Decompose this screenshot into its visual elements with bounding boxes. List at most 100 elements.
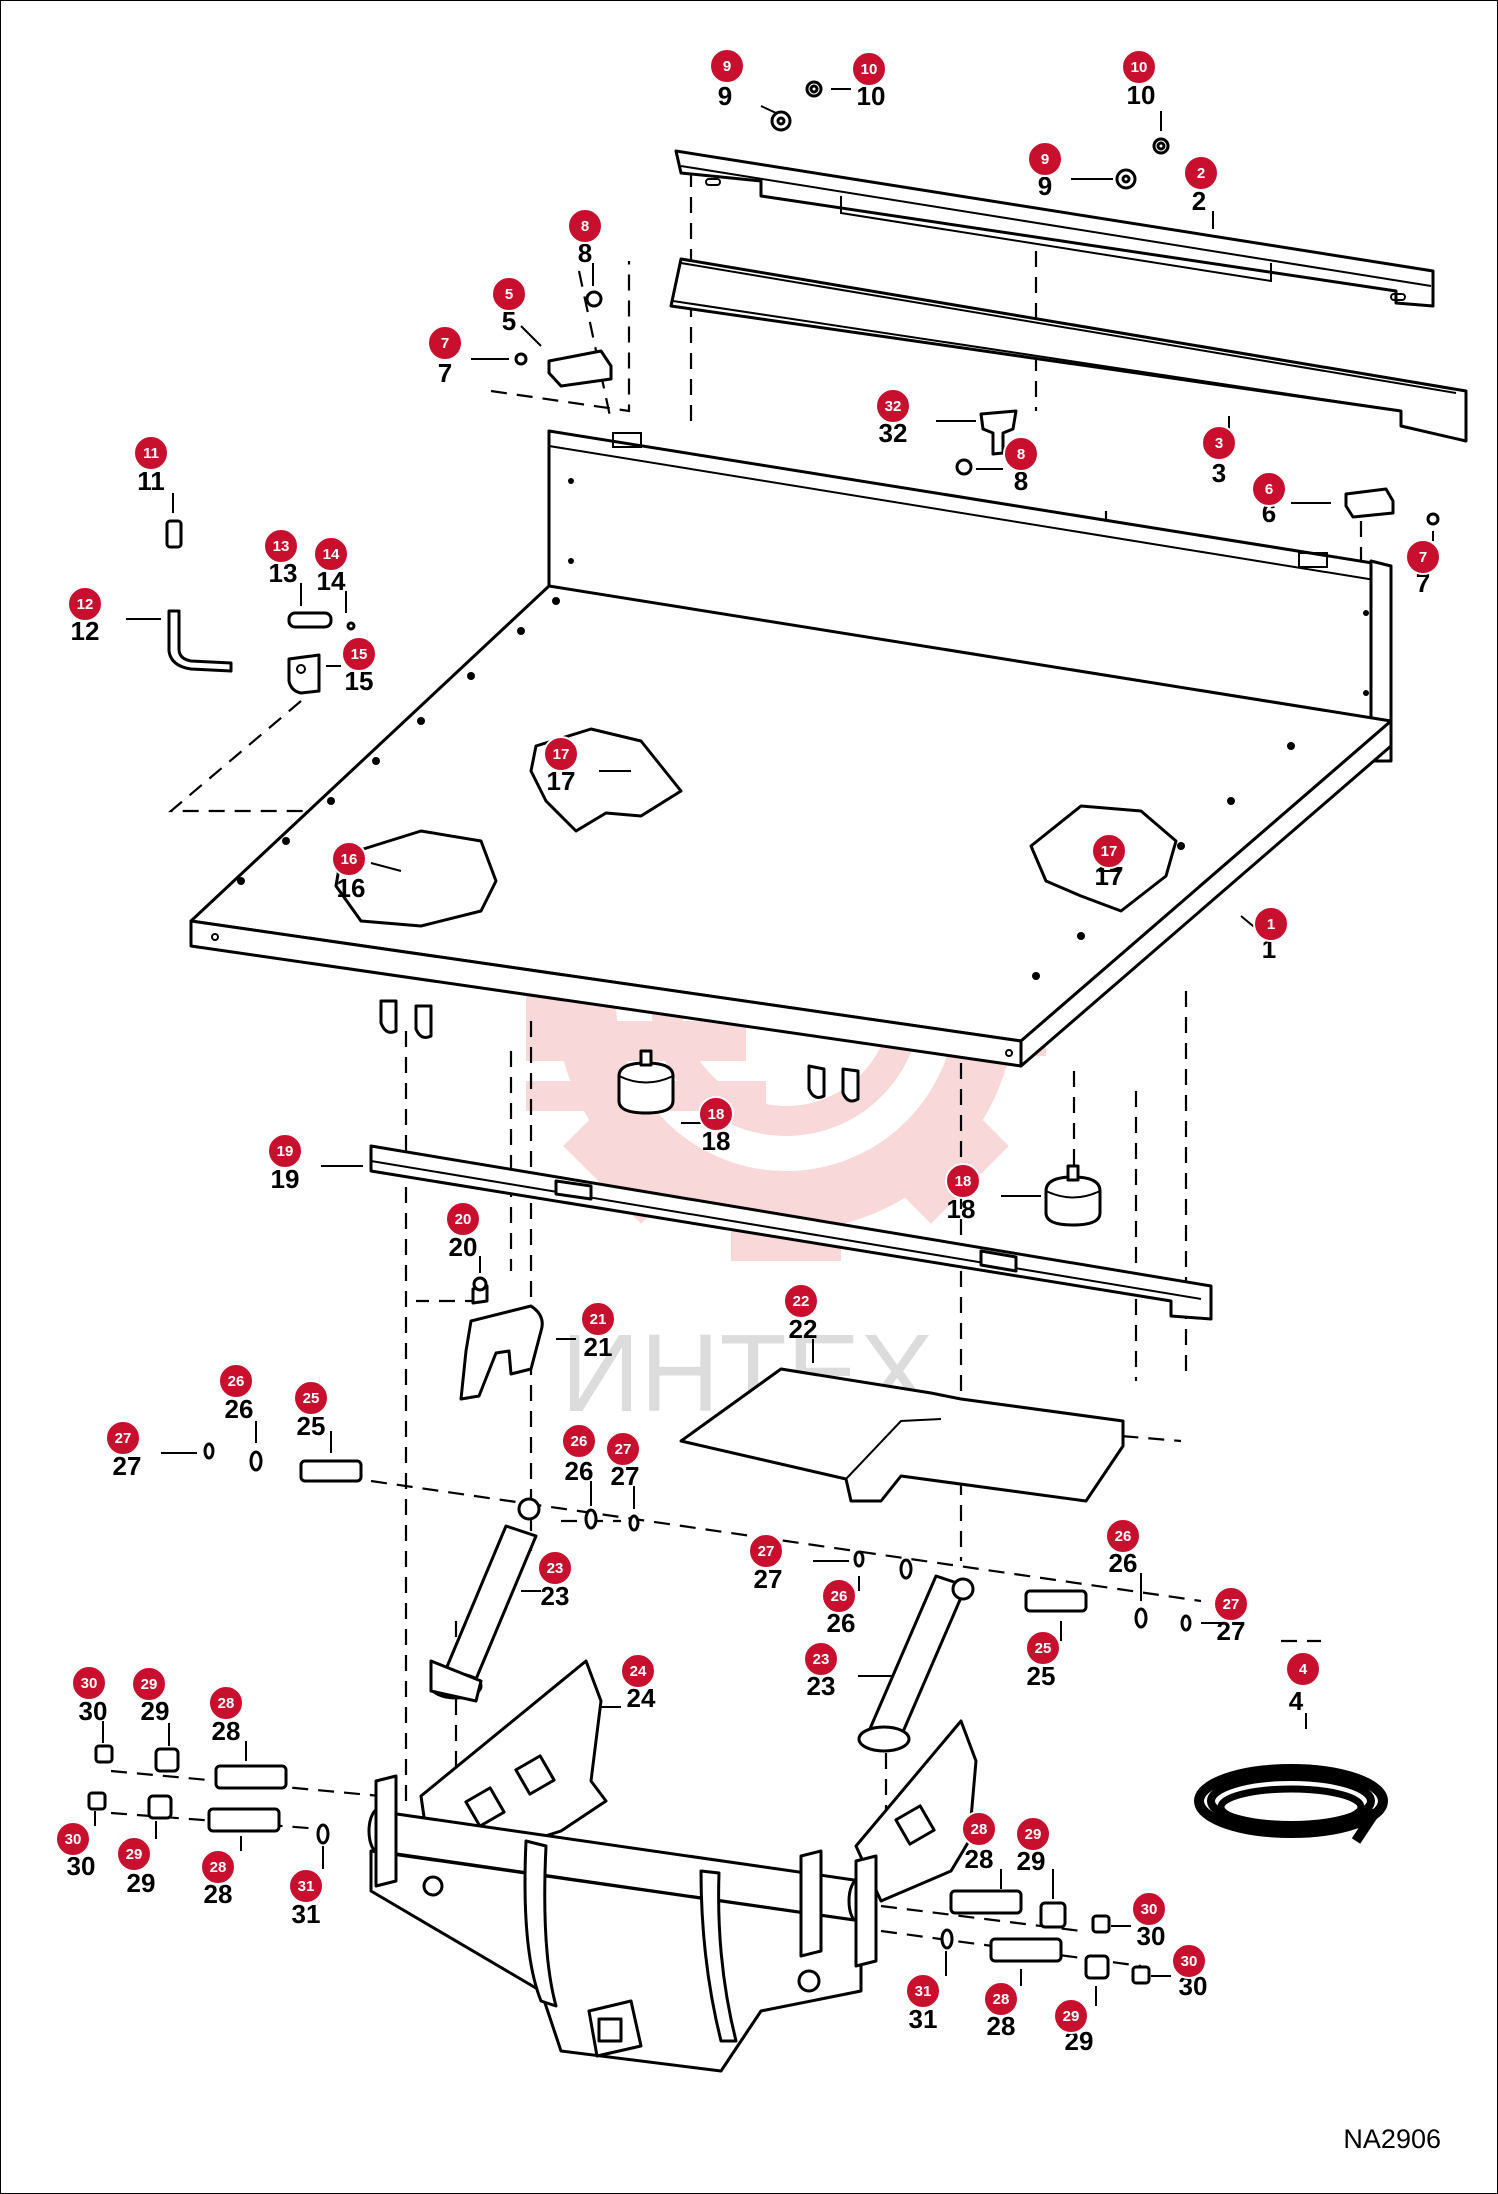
part-badge[interactable] [567,208,603,244]
part-badge[interactable] [105,1420,141,1456]
part-badge[interactable] [905,1973,941,2009]
part-badge[interactable] [1213,1586,1249,1622]
assembly-guide-lines [110,171,1363,1968]
part-badge[interactable] [961,1811,997,1847]
part-badge[interactable] [1171,1943,1207,1979]
part-badge[interactable] [580,1301,616,1337]
part-number-label: 8 [578,238,592,268]
part-badge-number: 25 [1035,1640,1052,1657]
part-badge[interactable] [1091,833,1127,869]
drawing-code: NA2906 [1343,2124,1441,2154]
part-badge[interactable] [1253,906,1289,942]
part-badge-number: 7 [1419,549,1427,566]
part-badge-number: 1 [1267,916,1275,933]
pin-set-left [203,1442,640,1532]
plate-part-22 [679,1367,1125,1503]
part-badge[interactable] [288,1868,324,1904]
part-badge[interactable] [267,1133,303,1169]
part-badge[interactable] [1285,1651,1321,1687]
part-badge[interactable] [1027,141,1063,177]
part-number-label: 18 [947,1194,976,1224]
part-badge-number: 29 [141,1676,158,1693]
part-badge[interactable] [55,1821,91,1857]
part-badge[interactable] [537,1550,573,1586]
part-badge[interactable] [875,388,911,424]
part-badge[interactable] [748,1533,784,1569]
part-badge[interactable] [491,276,527,312]
part-badge[interactable] [331,841,367,877]
top-rail-part-2 [674,149,1435,308]
part-badge[interactable] [851,51,887,87]
part-badge[interactable] [620,1653,656,1689]
part-number-label: 8 [1014,466,1028,496]
part-badge[interactable] [218,1363,254,1399]
part-badge[interactable] [561,1423,597,1459]
part-badge[interactable] [1025,1630,1061,1666]
part-number-label: 9 [718,81,732,111]
part-badge-number: 24 [630,1663,647,1680]
part-badge-number: 22 [793,1293,810,1310]
part-badge[interactable] [313,536,349,572]
part-badge[interactable] [1053,1998,1089,2034]
part-badge[interactable] [341,636,377,672]
part-badge[interactable] [1201,425,1237,461]
part-badge[interactable] [1183,155,1219,191]
part-badge-number: 4 [1299,1661,1308,1678]
part-badge-number: 26 [571,1433,588,1450]
part-badge[interactable] [803,1641,839,1677]
part-badge[interactable] [1405,539,1441,575]
part-badge[interactable] [605,1431,641,1467]
part-number-label: 29 [127,1868,156,1898]
part-number-label: 22 [789,1314,818,1344]
part-badge[interactable] [116,1836,152,1872]
part-badge-number: 5 [505,286,513,303]
part-badge-number: 30 [1181,1953,1198,1970]
pin-set-right [853,1550,1192,1632]
part-badge[interactable] [783,1283,819,1319]
part-badge[interactable] [1121,49,1157,85]
part-badge[interactable] [945,1163,981,1199]
part-badge[interactable] [1015,1816,1051,1852]
part-badge[interactable] [1105,1518,1141,1554]
part-badge[interactable] [1003,436,1039,472]
callout-c8a: 88 [567,208,603,286]
part-badge[interactable] [208,1685,244,1721]
part-badge[interactable] [983,1981,1019,2017]
part-badge-number: 10 [1131,59,1148,76]
part-badge[interactable] [709,48,745,84]
part-badge[interactable] [543,736,579,772]
part-badge[interactable] [427,325,463,361]
part-badge[interactable] [445,1201,481,1237]
part-badge-number: 23 [813,1651,830,1668]
part-badge[interactable] [1251,471,1287,507]
part-badge[interactable] [71,1665,107,1701]
part-badge-number: 12 [77,596,94,613]
part-badge[interactable] [67,586,103,622]
part-badge[interactable] [133,435,169,471]
part-badge[interactable] [698,1096,734,1132]
part-badge-number: 21 [590,1311,607,1328]
part-badge[interactable] [1131,1891,1167,1927]
callout-c9b: 99 [1027,141,1113,201]
part-badge-number: 29 [126,1846,143,1863]
part-badge[interactable] [263,528,299,564]
part-badge[interactable] [131,1666,167,1702]
part-badge[interactable] [821,1578,857,1614]
part-badge[interactable] [293,1380,329,1416]
part-badge[interactable] [200,1849,236,1885]
